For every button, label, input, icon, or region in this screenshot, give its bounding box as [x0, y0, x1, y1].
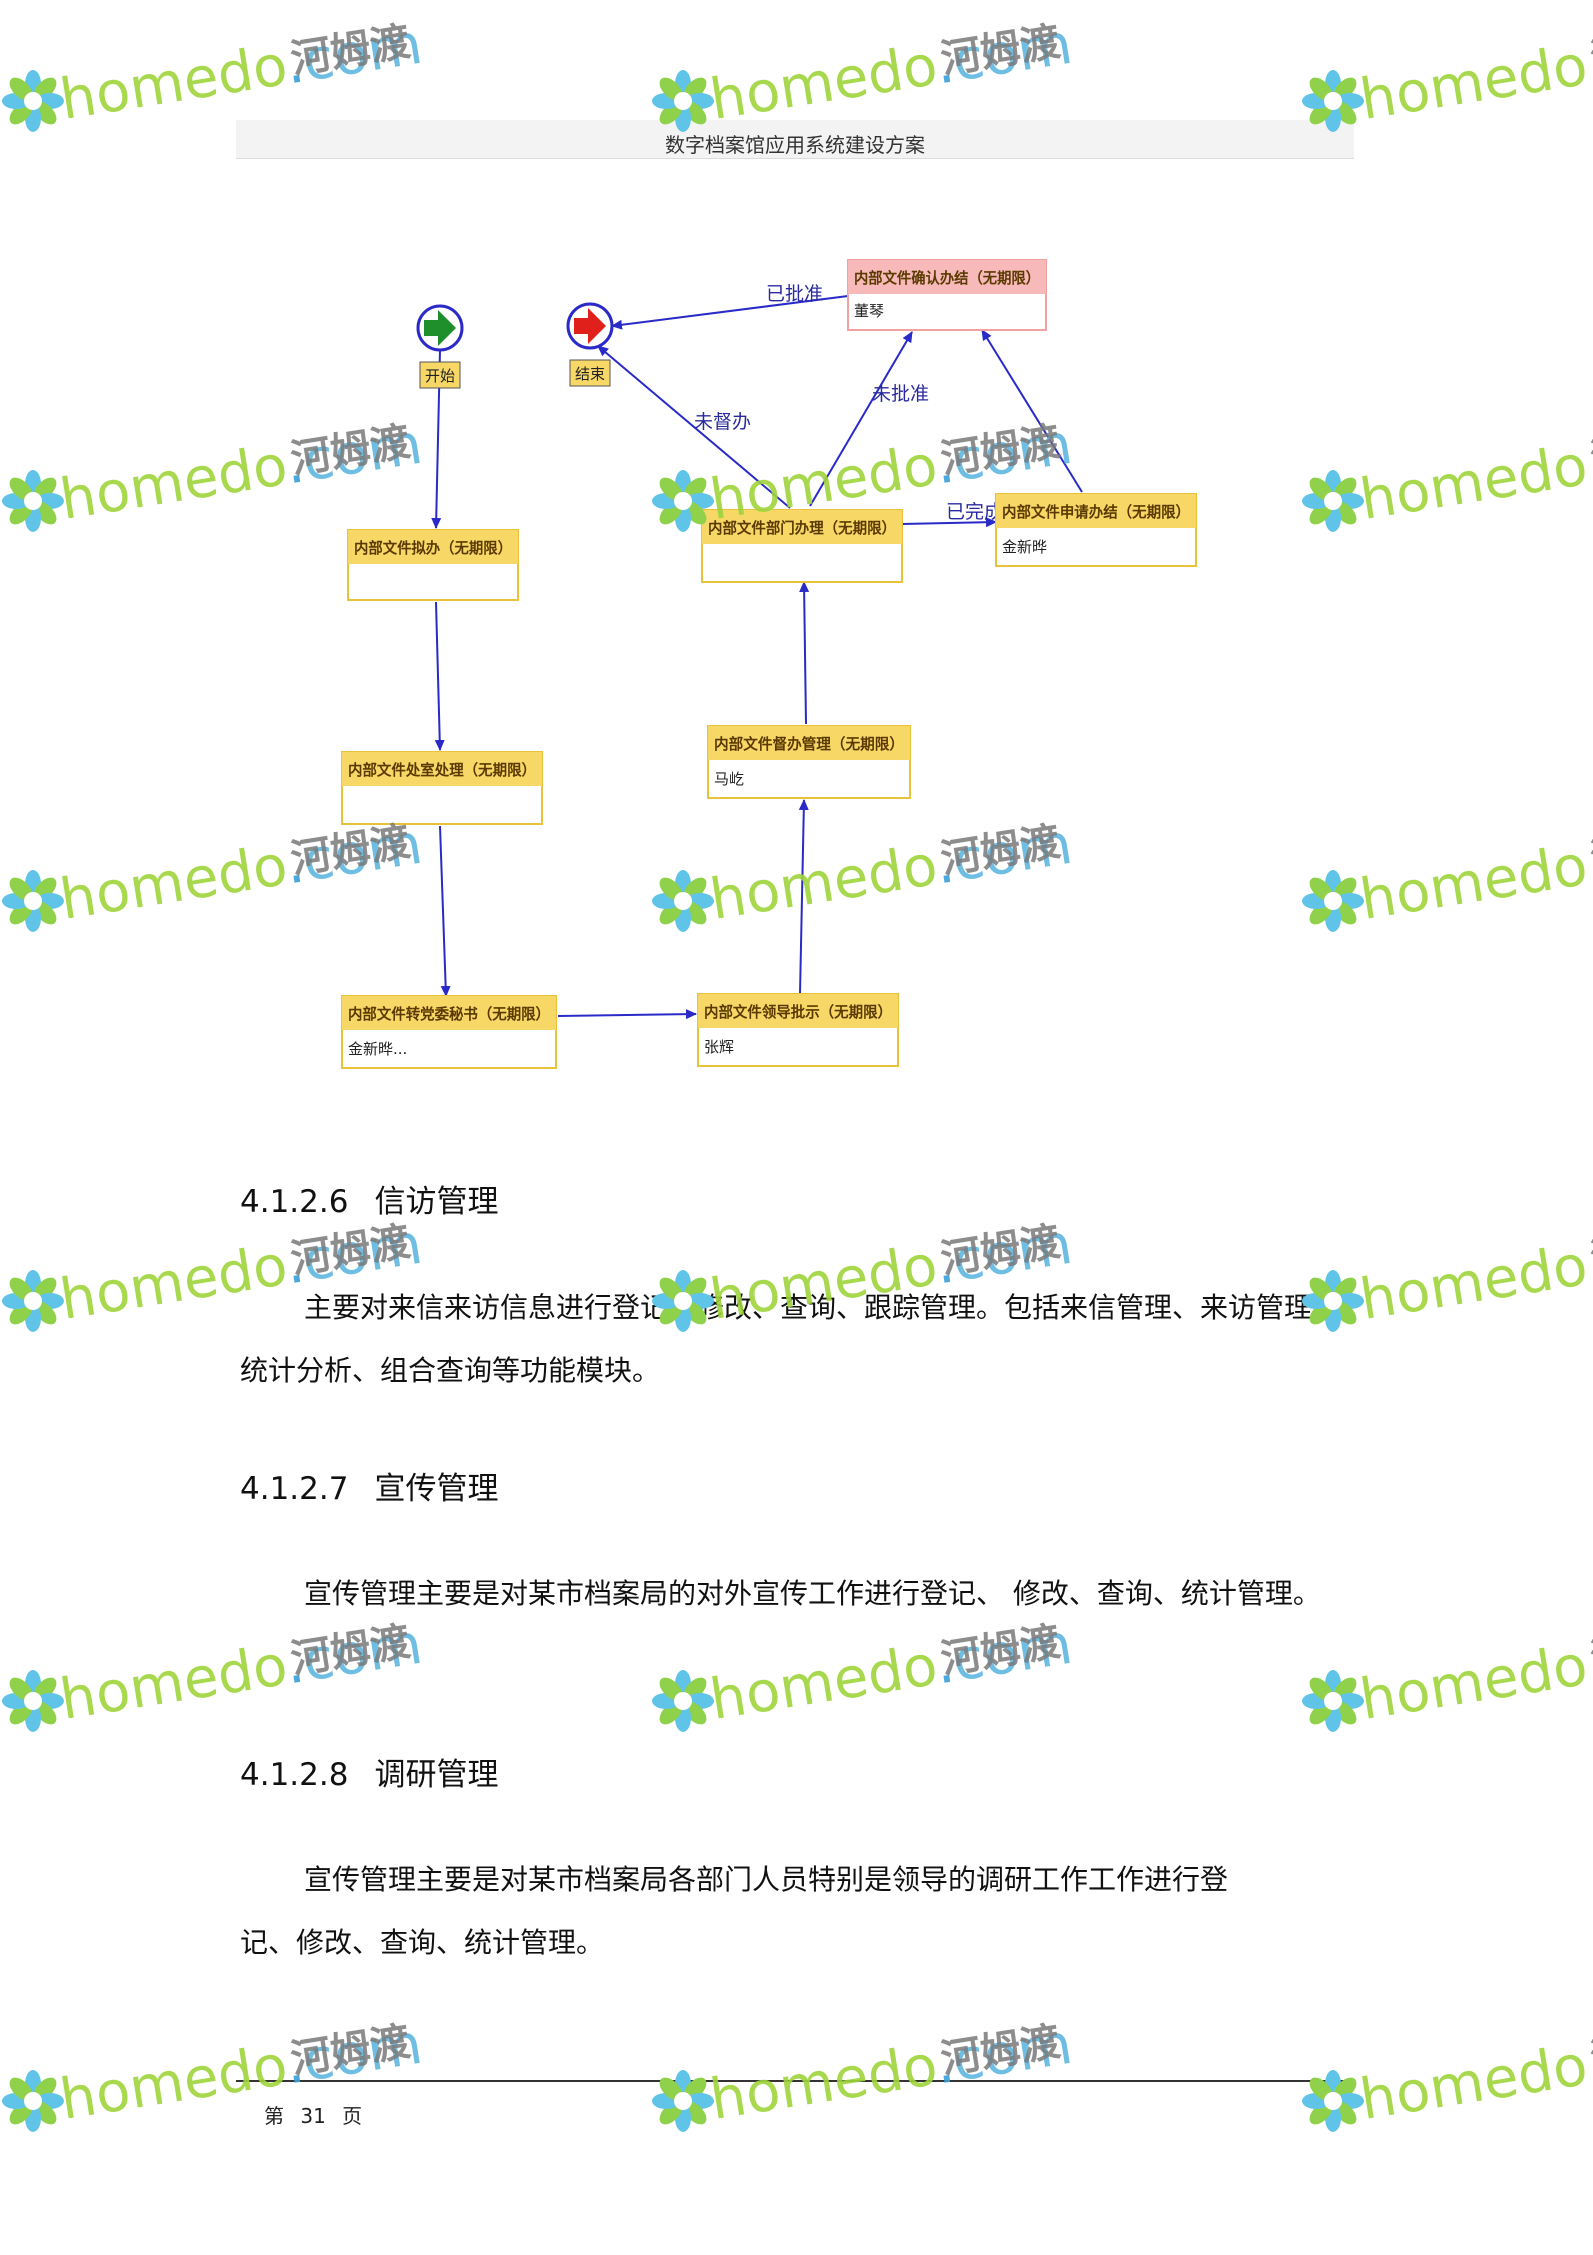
edge-dept-to-end	[597, 345, 791, 509]
watermark-brand-dot: .	[280, 1630, 309, 1698]
watermark-flower-icon	[1302, 2070, 1364, 2132]
node-apply-body: 金新晔	[1002, 538, 1047, 556]
watermark-brand-b: com	[948, 2011, 1077, 2095]
end-terminal: 结束	[566, 302, 614, 387]
watermark-brand: homedo.com	[56, 1612, 427, 1733]
node-office-title: 内部文件处室处理（无期限）	[348, 761, 536, 779]
section-heading-petitions: 4.1.2.6 信访管理	[240, 1176, 498, 1221]
node-dept-title: 内部文件部门办理（无期限）	[708, 519, 896, 537]
watermark-cn: 河姆渡	[287, 2018, 414, 2084]
end-arrow-icon	[574, 308, 606, 344]
watermark-brand: homedo.com	[1356, 2012, 1593, 2133]
section-paragraph-petitions: 主要对来信来访信息进行登记、修改、查询、跟踪管理。包括来信管理、来访管理、统计分…	[240, 1291, 1341, 1387]
watermark-flower-icon	[652, 2070, 714, 2132]
section-title: 宣传管理	[374, 1471, 499, 1507]
section-paragraph-research: 宣传管理主要是对某市档案局各部门人员特别是领导的调研工作工作进行登记、修改、查询…	[240, 1863, 1229, 1959]
watermark-cn: 河姆渡	[1587, 2018, 1593, 2084]
watermark-cn: 河姆渡	[937, 1218, 1064, 1284]
edge-supervise-to-dept	[799, 581, 810, 725]
edge-dept-to-confirm	[809, 331, 913, 507]
node-secretary: 内部文件转党委秘书（无期限） 金新晔...	[341, 995, 557, 1069]
node-office: 内部文件处室处理（无期限）	[341, 751, 543, 825]
section-paragraph-publicity: 宣传管理主要是对某市档案局的对外宣传工作进行登记、 修改、查询、统计管理。	[304, 1577, 1321, 1610]
start-label-box	[419, 361, 461, 389]
node-apply: 内部文件申请办结（无期限） 金新晔	[995, 493, 1197, 567]
watermark-flower-icon	[652, 1670, 714, 1732]
node-secretary-title: 内部文件转党委秘书（无期限）	[348, 1005, 550, 1023]
node-confirm: 内部文件确认办结（无期限） 董琴	[847, 259, 1047, 331]
edge-secretary-to-leader	[557, 1009, 697, 1020]
watermark-brand-dot: .	[1580, 1630, 1593, 1698]
footer-rule	[236, 2080, 1348, 2082]
node-leader-title: 内部文件领导批示（无期限）	[704, 1003, 892, 1021]
edge-dept-to-apply	[901, 517, 997, 528]
watermark-flower-icon	[1302, 1670, 1364, 1732]
watermark-brand: homedo.com	[706, 1612, 1077, 1733]
watermark-brand-a: homedo	[55, 1633, 291, 1733]
watermark-brand-a: homedo	[55, 2033, 291, 2133]
watermark-brand-b: com	[298, 2011, 427, 2095]
watermark-brand-dot: .	[1580, 2030, 1593, 2098]
edge-confirm-to-end	[611, 295, 849, 330]
start-arrow-icon	[424, 310, 456, 346]
edge-apply-to-confirm	[981, 329, 1083, 493]
node-leader-body: 张辉	[704, 1038, 734, 1056]
watermark-cn: 河姆渡	[1587, 1618, 1593, 1684]
section-heading-publicity: 4.1.2.7 宣传管理	[240, 1463, 498, 1508]
node-leader: 内部文件领导批示（无期限） 张辉	[697, 993, 899, 1067]
watermark-cn: 河姆渡	[1587, 1218, 1593, 1284]
section-number: 4.1.2.8	[240, 1757, 349, 1793]
watermark-brand-dot: .	[930, 2030, 959, 2098]
watermark-brand-dot: .	[930, 1630, 959, 1698]
node-confirm-title: 内部文件确认办结（无期限）	[854, 269, 1040, 287]
page-header: 数字档案馆应用系统建设方案	[236, 120, 1354, 159]
section-number: 4.1.2.6	[240, 1184, 349, 1220]
node-confirm-body: 董琴	[854, 302, 884, 320]
edge-label-not-approved: 未批准	[872, 383, 929, 405]
watermark-brand-a: homedo	[1355, 1633, 1591, 1733]
section-title: 信访管理	[374, 1184, 499, 1220]
watermark-brand-a: homedo	[1355, 1233, 1591, 1333]
watermark-flower-icon	[2, 2070, 64, 2132]
diagram-edges	[431, 295, 1083, 1020]
start-terminal: 开始	[416, 304, 464, 389]
end-label: 结束	[575, 365, 605, 383]
watermark-brand-a: homedo	[1355, 2033, 1591, 2133]
section-number: 4.1.2.7	[240, 1471, 349, 1507]
section-heading-research: 4.1.2.8 调研管理	[240, 1749, 498, 1794]
watermark-brand: homedo.com	[1356, 1612, 1593, 1733]
header-title: 数字档案馆应用系统建设方案	[665, 133, 925, 157]
page-number: 第 31 页	[264, 2104, 363, 2128]
watermark-brand: homedo.com	[706, 2012, 1077, 2133]
watermark-brand: homedo.com	[56, 2012, 427, 2133]
watermark-cn: 河姆渡	[937, 2018, 1064, 2084]
watermark-brand-a: homedo	[705, 2033, 941, 2133]
node-dept: 内部文件部门办理（无期限）	[701, 509, 903, 583]
node-supervise-title: 内部文件督办管理（无期限）	[714, 735, 904, 753]
watermark-flower-icon	[2, 1670, 64, 1732]
watermark-brand-a: homedo	[705, 1633, 941, 1733]
node-intake: 内部文件拟办（无期限）	[347, 529, 519, 601]
section-title: 调研管理	[374, 1757, 499, 1793]
edge-label-approved: 已批准	[766, 283, 823, 305]
node-supervise: 内部文件督办管理（无期限） 马屹	[707, 725, 911, 799]
edge-intake-to-office	[434, 601, 445, 751]
end-label-box	[569, 359, 611, 387]
node-secretary-body: 金新晔...	[348, 1040, 407, 1058]
start-label: 开始	[425, 367, 455, 385]
node-apply-title: 内部文件申请办结（无期限）	[1002, 503, 1190, 521]
edge-leader-to-supervise	[798, 799, 809, 995]
node-intake-title: 内部文件拟办（无期限）	[354, 539, 512, 557]
watermark-brand-dot: .	[1580, 1230, 1593, 1298]
watermark-brand-dot: .	[280, 2030, 309, 2098]
edge-office-to-secretary	[439, 825, 451, 997]
edge-label-not-supervised: 未督办	[694, 411, 751, 433]
watermark-flower-icon	[2, 1270, 64, 1332]
edge-label-completed: 已完成	[946, 501, 1003, 523]
workflow-diagram: 已批准 未批准 未督办 已完成 开始 结束 内部文件确认办结（无期限） 董琴 内…	[341, 259, 1197, 1069]
watermark-brand: homedo.com	[1356, 1212, 1593, 1333]
node-supervise-body: 马屹	[714, 770, 744, 788]
